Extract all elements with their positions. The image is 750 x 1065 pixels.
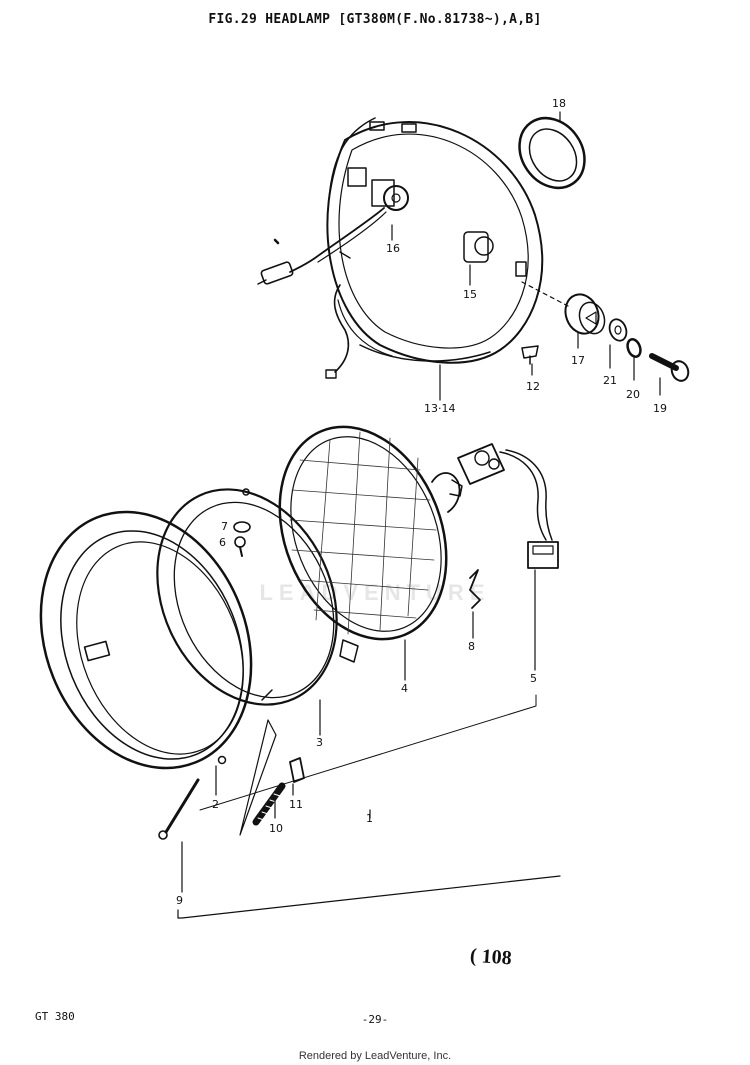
label-16: 16 <box>386 242 400 255</box>
label-6: 6 <box>219 536 226 549</box>
rubber-ring-18 <box>518 116 586 190</box>
label-12: 12 <box>526 380 540 393</box>
sealed-beam-unit <box>278 425 463 641</box>
label-1: 1 <box>366 812 373 825</box>
label-2: 2 <box>212 798 219 811</box>
label-10: 10 <box>269 822 283 835</box>
label-5: 5 <box>530 672 537 685</box>
label-17: 17 <box>571 354 585 367</box>
headlamp-rim <box>39 510 253 770</box>
watermark: LEADVENTURE <box>259 580 491 605</box>
label-9: 9 <box>176 894 183 907</box>
label-13-14: 13·14 <box>424 402 456 415</box>
spring-8 <box>469 569 481 609</box>
screw-12 <box>521 345 539 365</box>
label-11: 11 <box>289 798 303 811</box>
adjuster-bracket <box>239 719 277 836</box>
handwritten-note: ( 108 <box>469 944 513 970</box>
mounting-hardware <box>521 281 690 382</box>
screw-9 <box>158 778 200 840</box>
label-20: 20 <box>626 388 640 401</box>
page-number: -29- <box>361 1013 389 1026</box>
headlamp-housing <box>326 117 544 364</box>
label-18: 18 <box>552 97 566 110</box>
label-4: 4 <box>401 682 408 695</box>
pilot-socket <box>347 167 409 211</box>
label-19: 19 <box>653 402 667 415</box>
headlamp-socket <box>457 443 559 569</box>
screws-6-7 <box>233 521 251 557</box>
leader-lines <box>177 111 661 919</box>
pilot-wire <box>257 207 387 379</box>
label-8: 8 <box>468 640 475 653</box>
label-7: 7 <box>221 520 228 533</box>
label-3: 3 <box>316 736 323 749</box>
figure-title: FIG.29 HEADLAMP [GT380M(F.No.81738~),A,B… <box>208 12 542 27</box>
rendered-by: Rendered by LeadVenture, Inc. <box>298 1050 452 1062</box>
part-labels: 18 16 15 12 13·14 17 21 20 19 7 6 8 4 5 … <box>176 97 667 907</box>
label-21: 21 <box>603 374 617 387</box>
label-15: 15 <box>463 288 477 301</box>
inner-ring <box>156 488 359 706</box>
model-name: GT 380 <box>35 1010 75 1023</box>
socket-15 <box>463 231 494 263</box>
